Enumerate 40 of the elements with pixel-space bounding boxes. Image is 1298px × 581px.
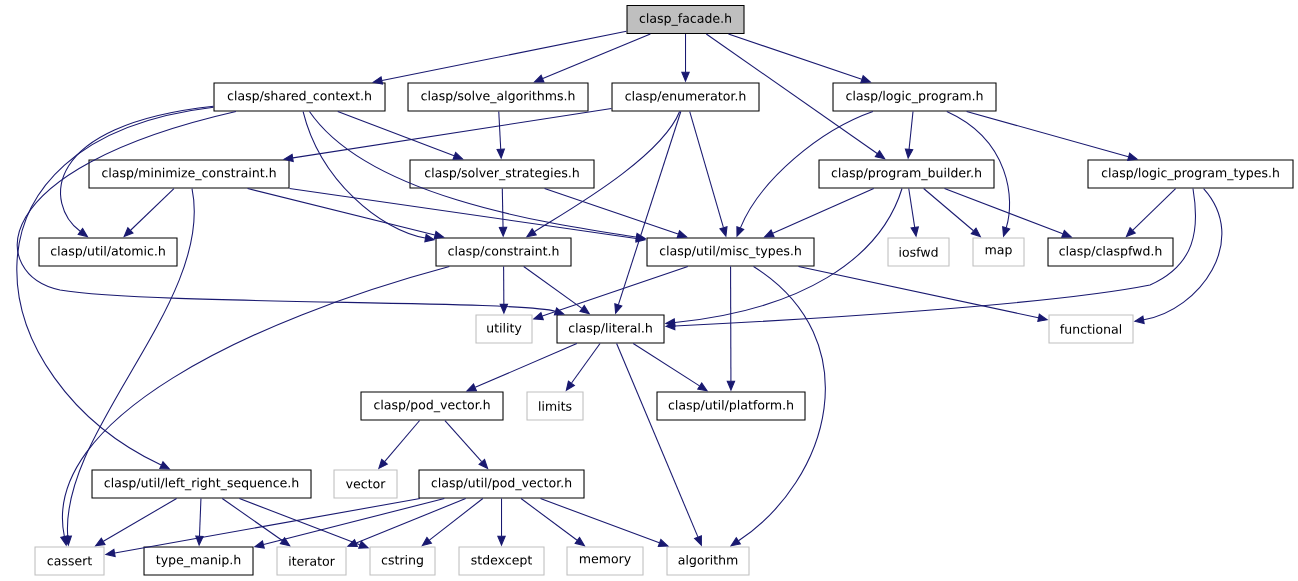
file-box: clasp/util/atomic.h — [38, 237, 178, 267]
file-box: map — [972, 237, 1025, 267]
file-box: clasp/enumerator.h — [611, 82, 760, 112]
arrow — [705, 33, 886, 160]
file-box: clasp/util/pod_vector.h — [418, 469, 585, 499]
arrow — [16, 106, 214, 470]
file-box: type_manip.h — [143, 546, 254, 576]
file-box: clasp/constraint.h — [435, 237, 572, 267]
file-box: clasp/claspfwd.h — [1047, 237, 1174, 267]
arrow — [337, 111, 464, 160]
file-box: memory — [566, 546, 644, 576]
arrow — [533, 33, 651, 83]
file-box: clasp/util/misc_types.h — [646, 237, 815, 267]
file-box: clasp/util/left_right_sequence.h — [91, 469, 312, 499]
file-box: utility — [475, 314, 533, 344]
file-box: clasp/util/platform.h — [656, 391, 806, 421]
file-box: cassert — [34, 546, 105, 576]
file-box: clasp/minimize_constraint.h — [88, 159, 290, 189]
arrow — [221, 498, 291, 547]
arrow — [544, 188, 688, 239]
file-box: iosfwd — [887, 237, 950, 267]
file-box: limits — [526, 391, 584, 421]
arrow — [247, 188, 445, 240]
file-box: cstring — [369, 546, 436, 576]
arrow — [60, 105, 214, 238]
file-box: clasp/solve_algorithms.h — [407, 82, 589, 112]
arrow — [421, 498, 484, 547]
file-box: vector — [333, 469, 398, 499]
file-box: clasp/solver_strategies.h — [409, 159, 595, 189]
file-box: clasp/literal.h — [556, 314, 665, 344]
file-box: functional — [1048, 314, 1134, 344]
file-box: clasp/shared_context.h — [213, 82, 386, 112]
file-box: clasp/pod_vector.h — [360, 391, 504, 421]
file-box: clasp/program_builder.h — [818, 159, 995, 189]
file-box: clasp/logic_program.h — [832, 82, 997, 112]
file-box: stdexcept — [458, 546, 545, 576]
file-box: iterator — [276, 546, 347, 576]
file-box: clasp/logic_program_types.h — [1087, 159, 1294, 189]
root-file-box: clasp_facade.h — [626, 4, 745, 35]
file-box: algorithm — [666, 546, 750, 576]
